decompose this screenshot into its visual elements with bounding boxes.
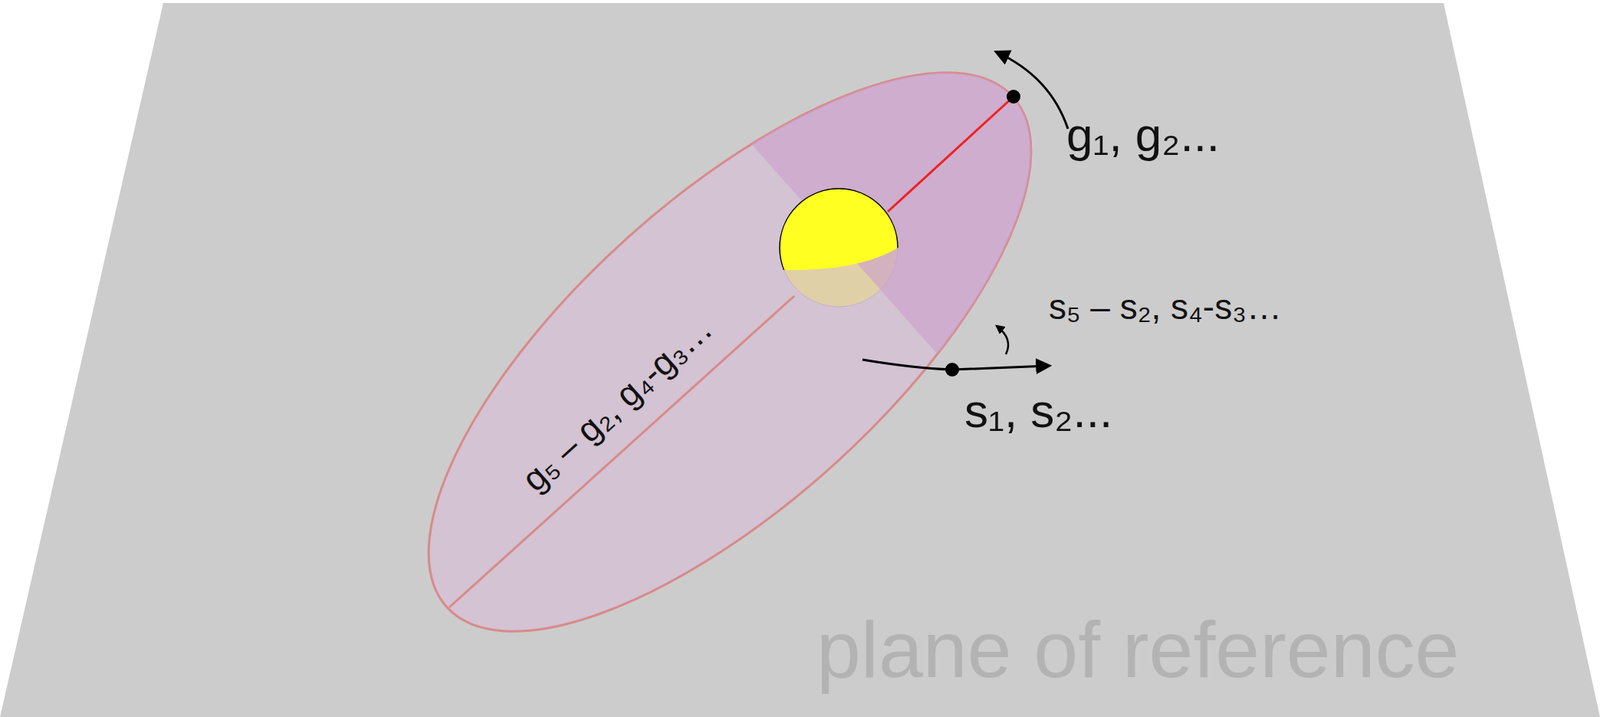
perihelion-arrow — [996, 52, 1068, 129]
perihelion-frequency-label: g₁, g₂... — [1066, 107, 1220, 162]
apsis-line-far — [449, 295, 795, 608]
inclination-frequency-label: s₅ – s₂, s₄-s₃… — [1048, 286, 1282, 328]
node-dot — [945, 362, 960, 377]
perihelion-dot — [1006, 89, 1021, 104]
watermark: plane of reference — [816, 604, 1459, 697]
sun-top — [779, 188, 898, 307]
node-frequency-label: s₁, s₂... — [964, 383, 1113, 438]
apsis-line-near — [887, 96, 1014, 212]
inclination-arrow — [996, 325, 1009, 355]
